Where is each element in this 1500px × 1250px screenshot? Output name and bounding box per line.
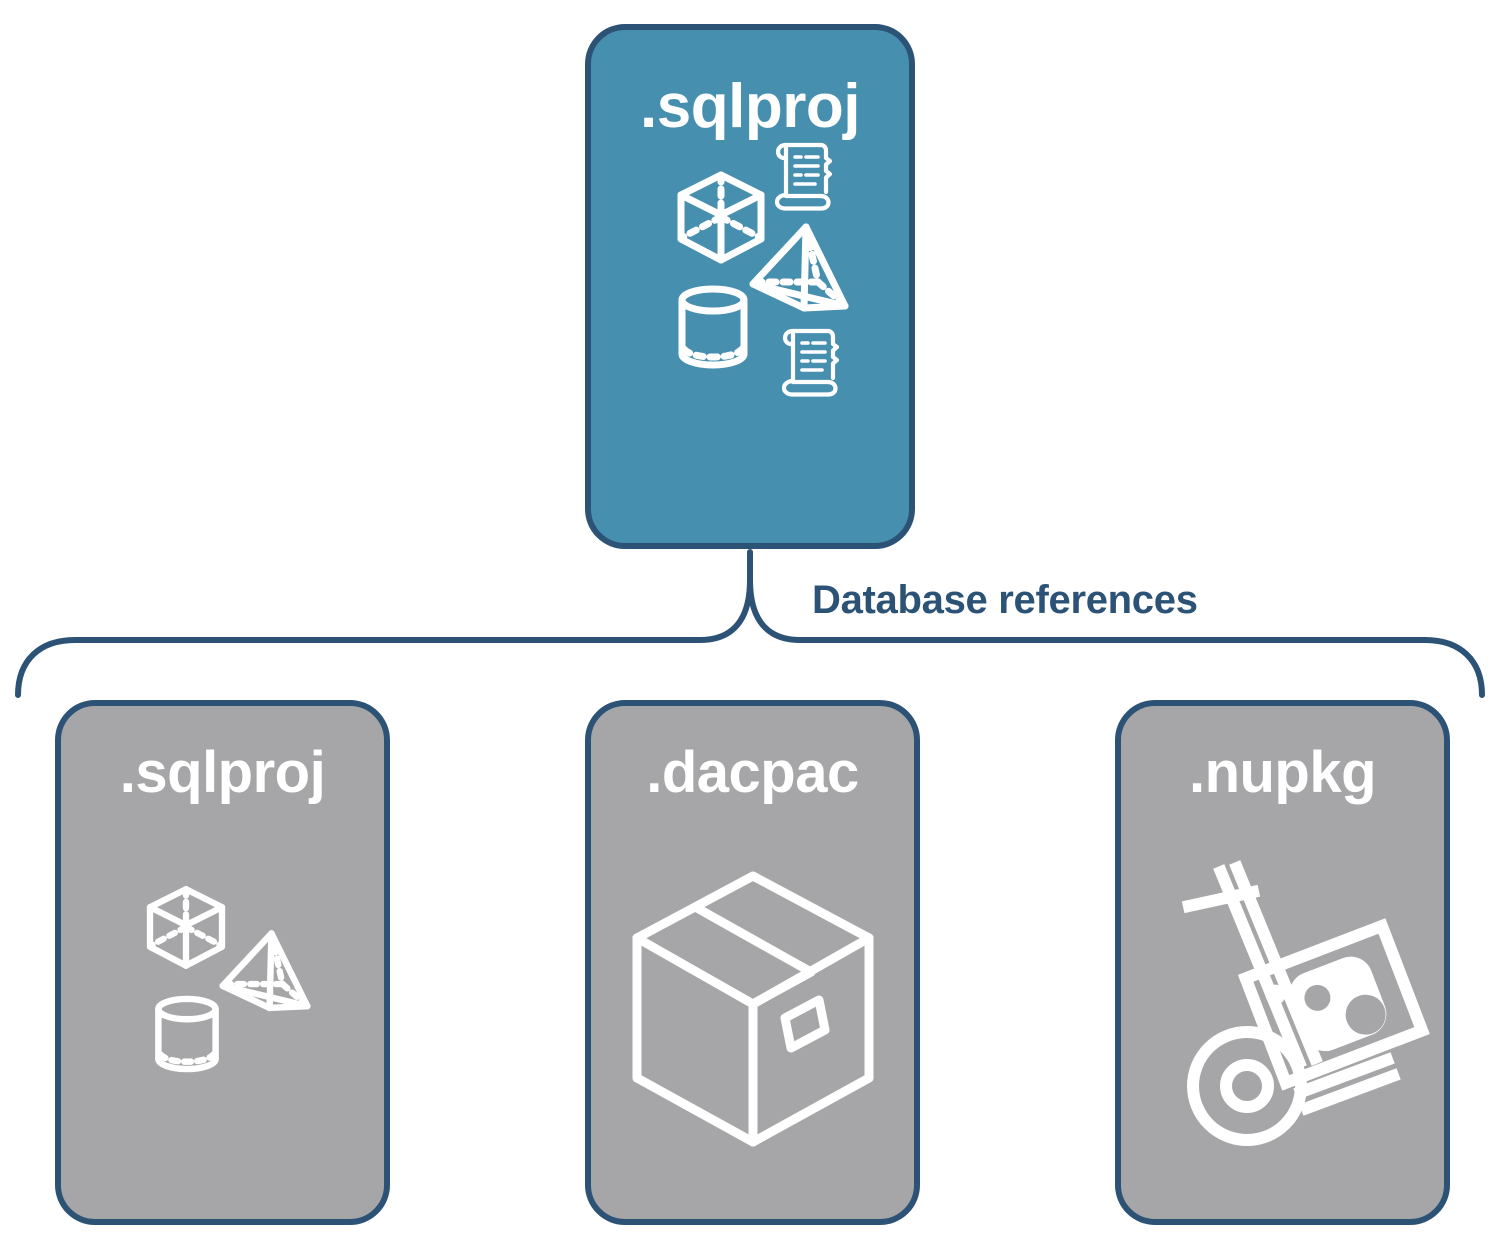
cylinder-icon: [678, 285, 748, 369]
brace-label: Database references: [812, 578, 1198, 622]
node-reference-sqlproj[interactable]: .sqlproj: [55, 700, 390, 1225]
node-reference-nupkg-icon-group: [1121, 802, 1444, 1219]
cube-icon: [677, 171, 765, 264]
node-sqlproj-root[interactable]: .sqlproj: [585, 24, 915, 549]
node-reference-sqlproj-icon-group: [61, 802, 384, 1219]
nuget-package-icon: [1237, 918, 1430, 1091]
node-root-title: .sqlproj: [640, 72, 860, 141]
pyramid-icon: [219, 930, 311, 1012]
node-root-icon-group: [591, 138, 909, 543]
scroll-icon: [774, 142, 833, 211]
scroll-icon: [781, 328, 840, 397]
node-reference-dacpac[interactable]: .dacpac: [585, 700, 920, 1225]
node-reference-nupkg[interactable]: .nupkg: [1115, 700, 1450, 1225]
cylinder-icon: [155, 995, 219, 1073]
cube-icon: [146, 886, 226, 969]
node-reference-dacpac-icon-group: [591, 802, 914, 1219]
database-references-brace: [15, 549, 1485, 698]
node-reference-sqlproj-title: .sqlproj: [119, 740, 326, 805]
shipping-box-icon: [632, 871, 874, 1147]
node-reference-dacpac-title: .dacpac: [646, 740, 859, 805]
pyramid-icon: [749, 223, 849, 312]
node-reference-nupkg-title: .nupkg: [1188, 740, 1377, 805]
